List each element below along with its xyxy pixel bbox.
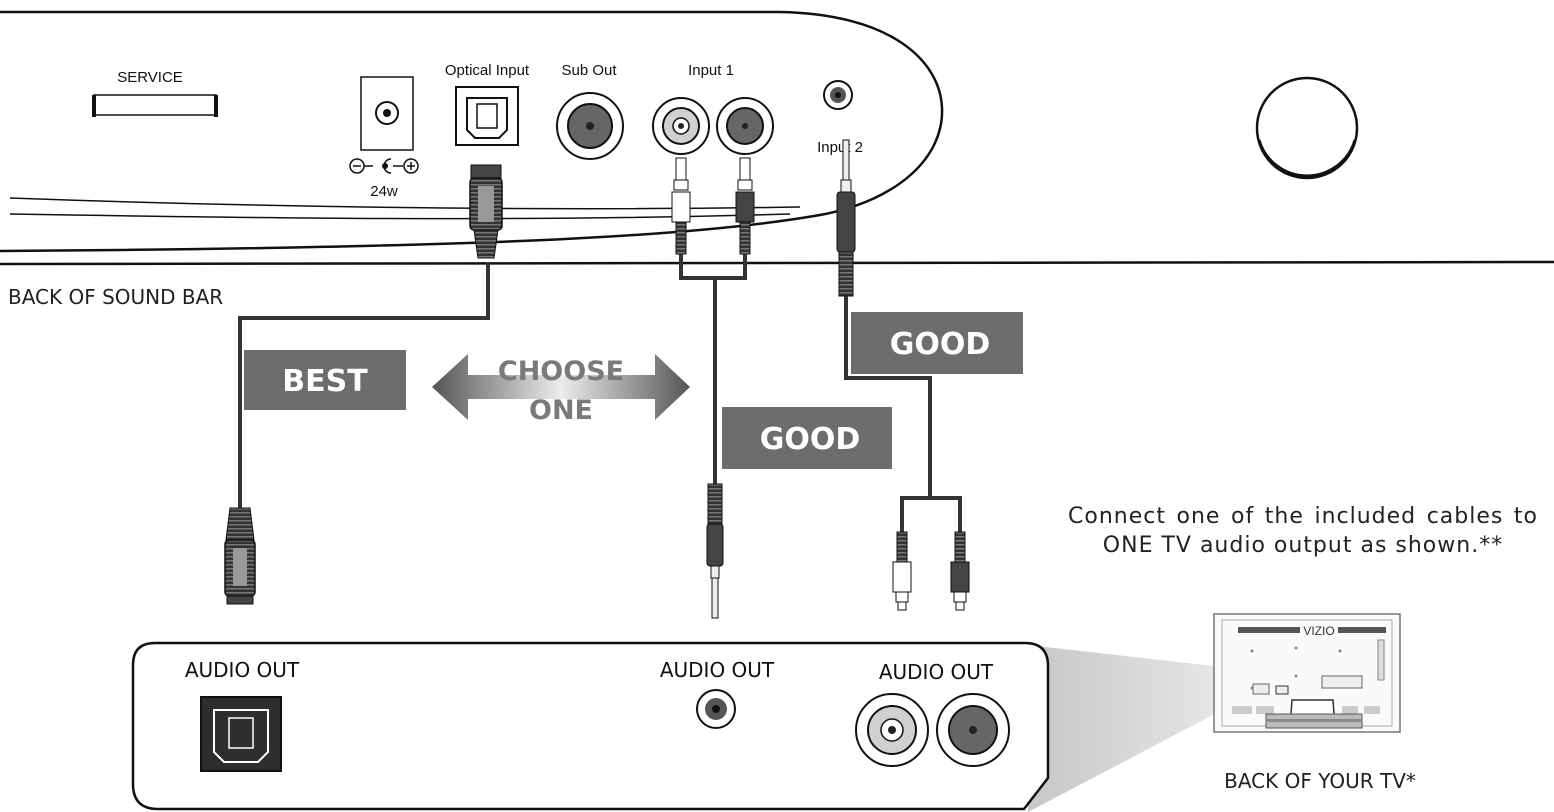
volume-knob — [1255, 76, 1359, 180]
tv-optical-audio-out-label: AUDIO OUT — [185, 658, 300, 682]
input2-label: Input 2 — [817, 139, 863, 156]
choose-line1: CHOOSE — [498, 356, 624, 387]
zoom-funnel — [1028, 645, 1232, 812]
tv-rca-audio-out-label: AUDIO OUT — [879, 660, 994, 684]
optical-cable — [224, 164, 503, 605]
good-label-box-2: GOOD — [851, 312, 1023, 374]
soundbar-outline-inner — [9, 197, 801, 210]
good-label-2: GOOD — [890, 327, 991, 362]
polarity-icon — [349, 158, 419, 174]
sub-out-label: Sub Out — [561, 62, 617, 79]
input1-label: Input 1 — [688, 62, 734, 79]
input1-right-jack — [716, 97, 774, 155]
choose-line2: ONE — [529, 395, 593, 426]
best-label-box: BEST — [244, 350, 406, 410]
choose-one-arrow: CHOOSE ONE — [432, 354, 690, 426]
soundbar-back: SERVICE 24w Optical Input Sub Out — [0, 10, 1554, 309]
table-edge-line — [0, 260, 1554, 266]
service-port — [93, 94, 217, 116]
sub-out-jack — [556, 92, 624, 160]
soundbar-caption: BACK OF SOUND BAR — [8, 285, 223, 309]
tv-brand: VIZIO — [1303, 624, 1334, 638]
rca-to-minijack-cable — [671, 157, 755, 619]
input2-jack — [823, 80, 853, 110]
tv-minijack-port — [696, 689, 736, 729]
service-label: SERVICE — [117, 69, 183, 86]
tv-rca-left-port — [855, 693, 929, 767]
tv-back-illustration: VIZIO BACK OF YOUR TV* — [1213, 613, 1416, 793]
tv-optical-port-icon — [200, 696, 282, 772]
minijack-to-rca-cable — [836, 139, 970, 611]
tv-rca-right-port — [936, 693, 1010, 767]
good-label-1: GOOD — [760, 422, 861, 457]
optical-input-label: Optical Input — [445, 62, 530, 79]
power-label: 24w — [370, 183, 398, 200]
optical-port-icon — [455, 86, 519, 146]
instruction-text: Connect one of the included cables to ON… — [1068, 504, 1538, 558]
tv-audio-panel: AUDIO OUT AUDIO OUT AUDIO OUT — [131, 641, 1050, 811]
best-label: BEST — [282, 364, 368, 399]
input1-left-jack — [652, 97, 710, 155]
good-label-box-1: GOOD — [722, 407, 892, 469]
tv-caption: BACK OF YOUR TV* — [1224, 769, 1416, 793]
tv-minijack-audio-out-label: AUDIO OUT — [660, 658, 775, 682]
